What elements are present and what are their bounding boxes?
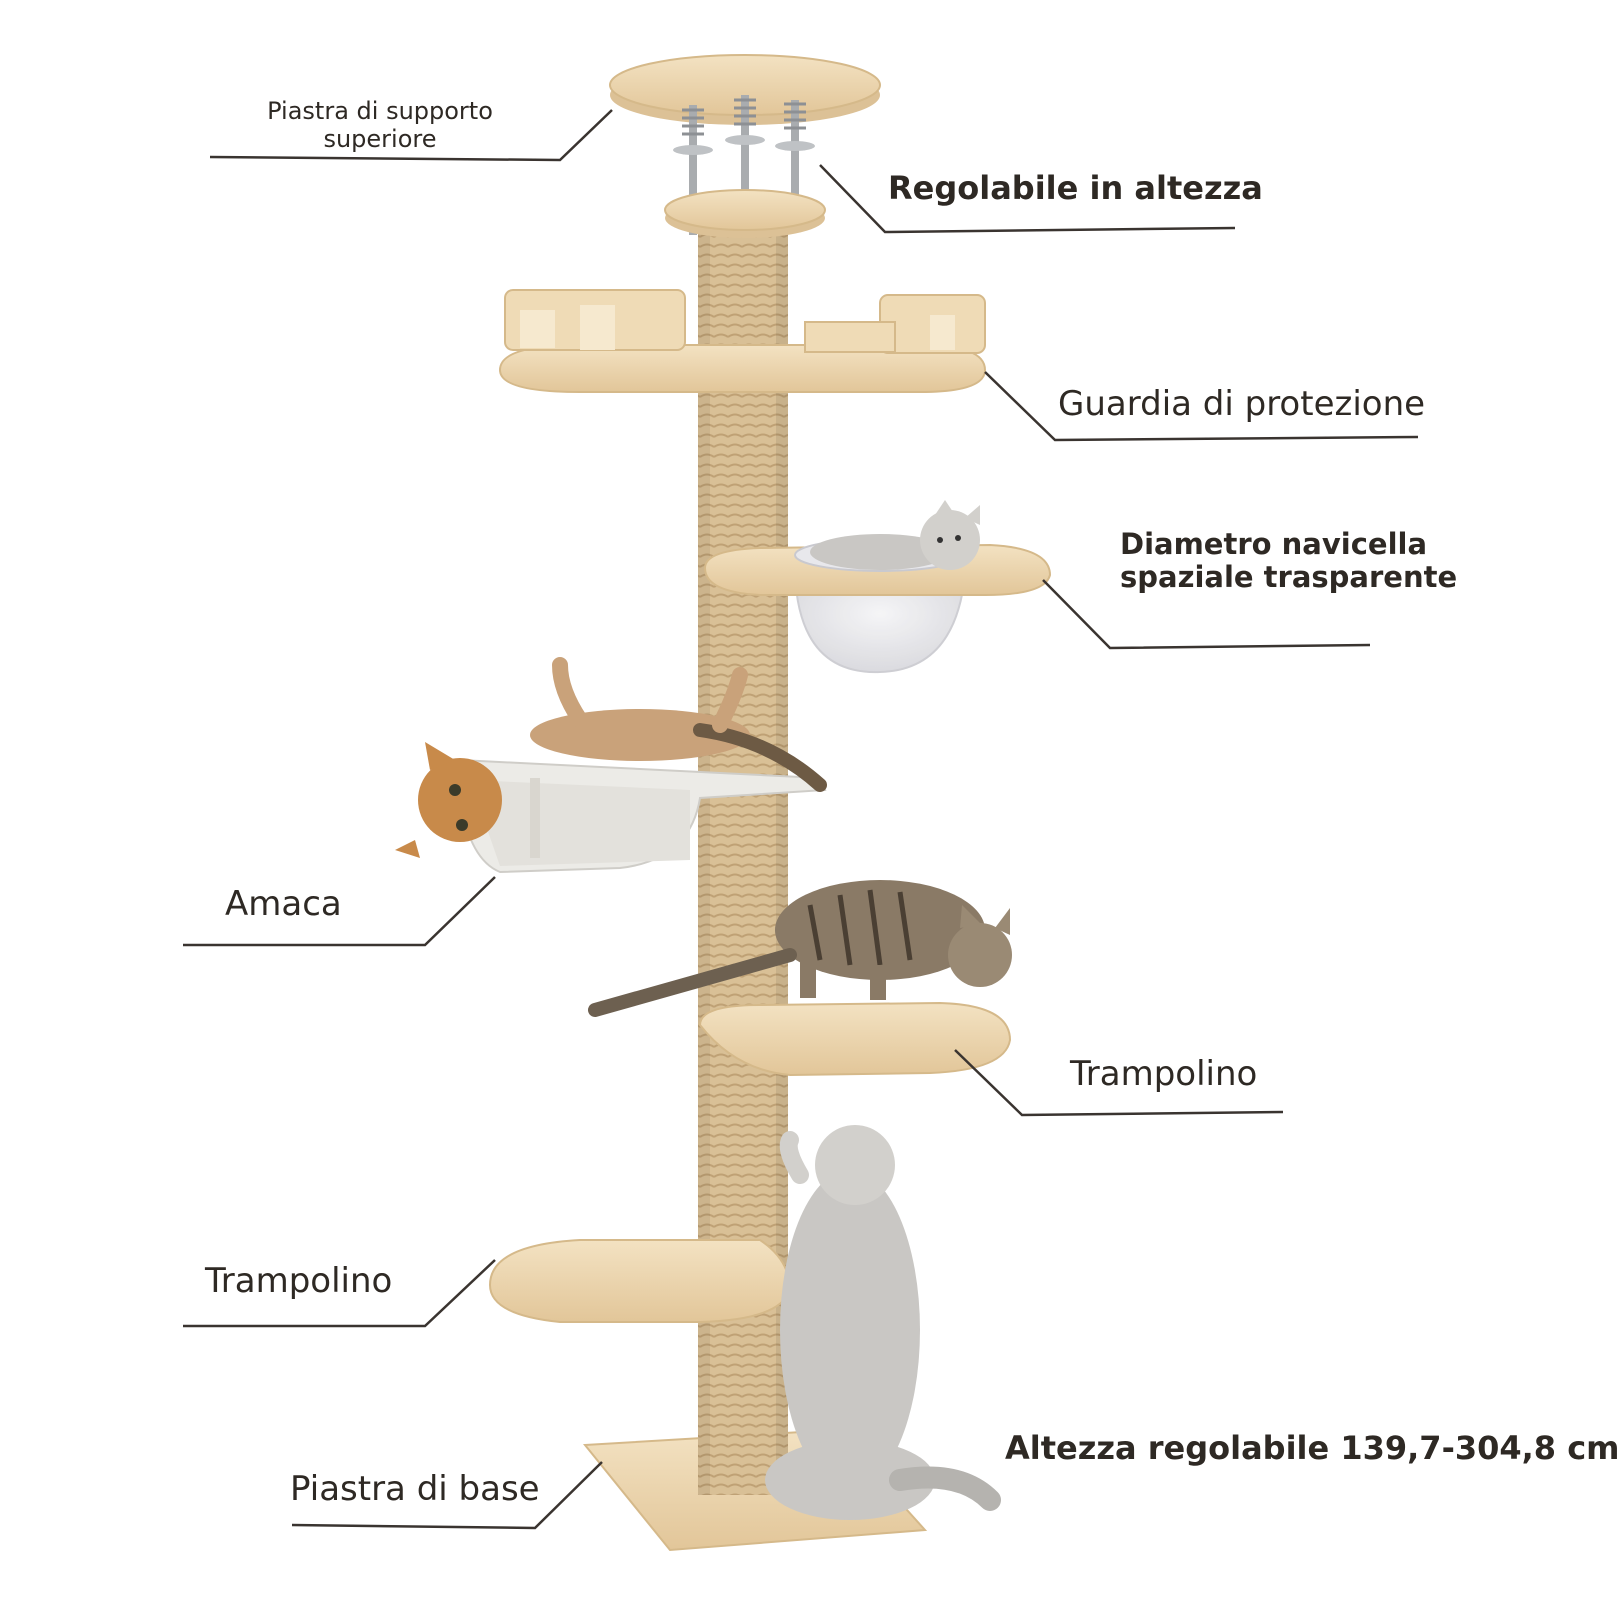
space-capsule xyxy=(703,500,1052,674)
hammock xyxy=(395,657,827,874)
label-height-range: Altezza regolabile 139,7-304,8 cm xyxy=(1005,1429,1620,1467)
leader-hammock xyxy=(183,876,496,947)
label-space-capsule: Diametro navicella spaziale trasparente xyxy=(1120,527,1458,595)
leader-trampoline-right xyxy=(954,1049,1284,1117)
label-trampoline-right: Trampolino xyxy=(1070,1054,1258,1094)
label-height-adjustable: Regolabile in altezza xyxy=(888,169,1263,207)
adjustment-collar xyxy=(664,189,826,238)
leader-capsule xyxy=(1042,579,1371,650)
label-top-support-plate: Piastra di supporto superiore xyxy=(267,97,493,153)
trampoline-left xyxy=(488,1239,792,1323)
label-base-plate: Piastra di base xyxy=(290,1469,540,1509)
leader-top-plate xyxy=(209,109,613,162)
trampoline-right xyxy=(588,880,1012,1077)
label-hammock: Amaca xyxy=(225,884,342,924)
leader-guard xyxy=(984,371,1419,442)
adjustment-screws xyxy=(673,95,815,235)
guard-platform xyxy=(498,289,987,393)
label-trampoline-left: Trampolino xyxy=(205,1261,393,1301)
standing-cat xyxy=(765,1125,1001,1520)
leader-trampoline-left xyxy=(183,1259,496,1328)
leader-base-plate xyxy=(291,1461,603,1530)
leader-height-adjustable xyxy=(819,164,1236,234)
leader-lines xyxy=(183,109,1419,1530)
label-protective-guard: Guardia di protezione xyxy=(1058,384,1426,424)
